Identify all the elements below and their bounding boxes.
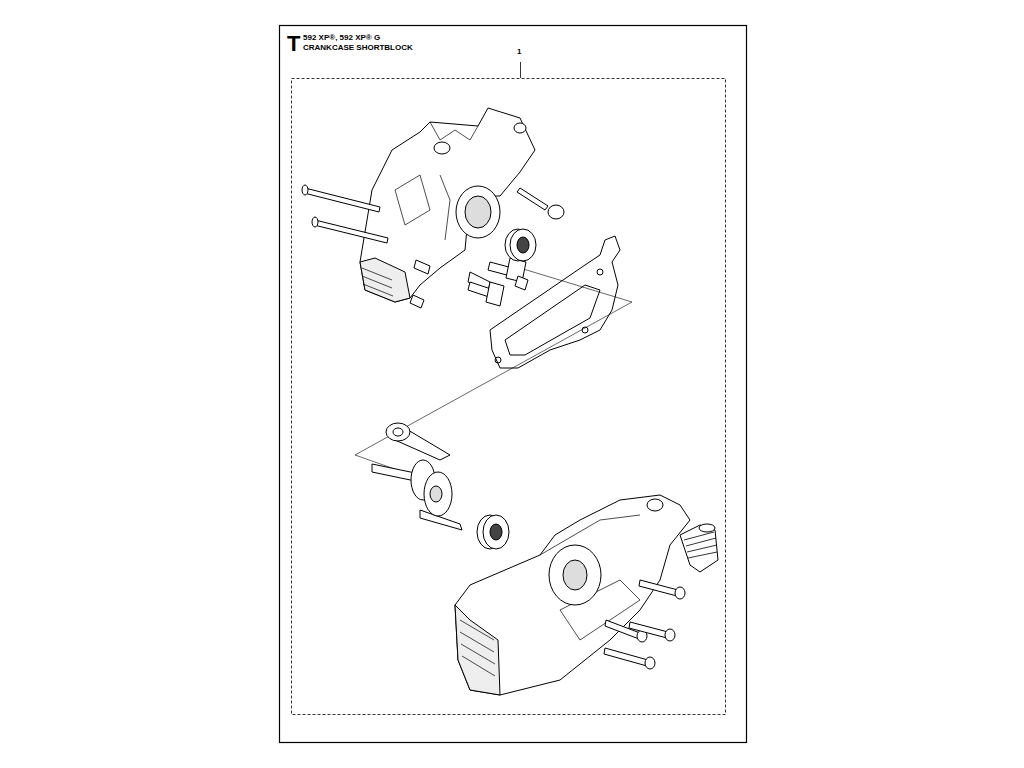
callout-number: 1 [517,48,521,56]
section-letter: T [287,33,300,55]
diagram-subtitle: CRANKCASE SHORTBLOCK [303,44,413,52]
diagram-title: 592 XP®, 592 XP® G [303,34,380,42]
leader-line [520,62,521,78]
crankcase-half [455,495,690,695]
screws [302,185,564,308]
crankcase-half [360,108,535,302]
bearing [477,515,509,549]
gasket [490,236,620,368]
page-frame [280,26,747,743]
crankshaft [372,423,462,530]
screws [604,580,685,669]
bearing [505,229,536,261]
kit-frame [292,79,726,715]
av-spring [680,524,718,572]
